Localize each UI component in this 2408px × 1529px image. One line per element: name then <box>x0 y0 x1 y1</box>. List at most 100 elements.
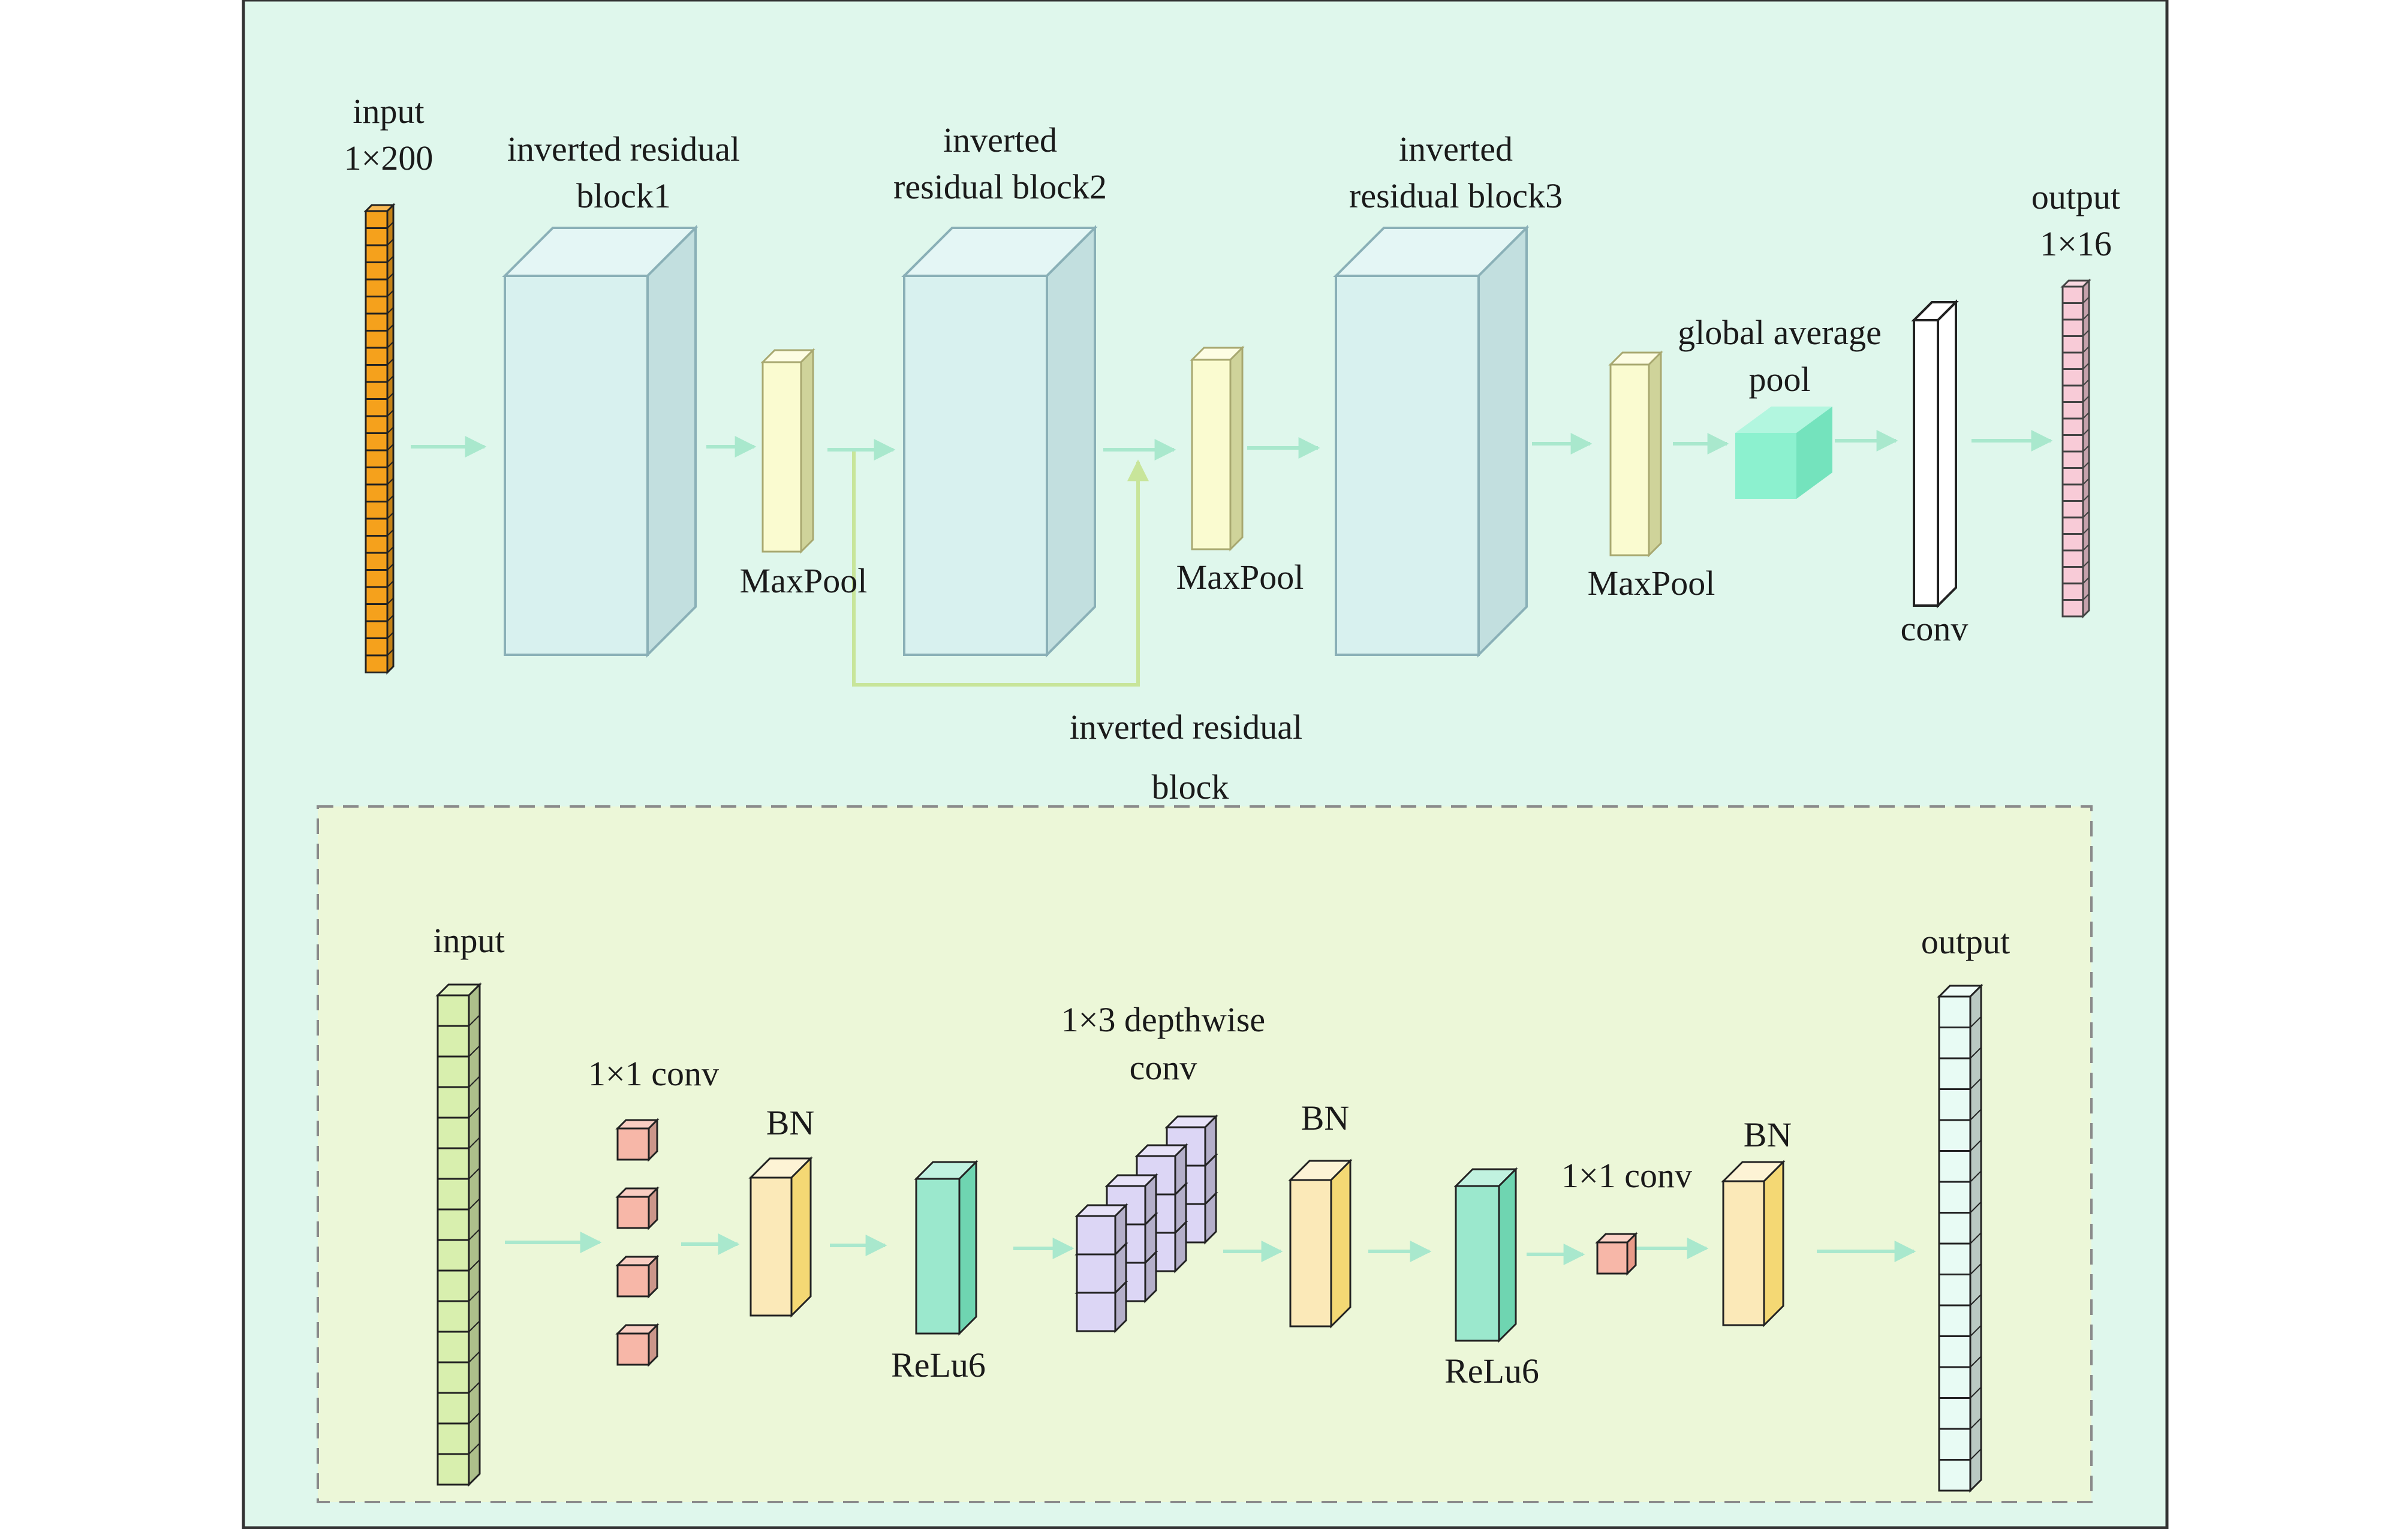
conv1-kernel-front <box>616 1264 650 1298</box>
bn1-label: BN <box>766 1103 815 1142</box>
input-vector-cell <box>365 364 389 383</box>
input-vector-cell <box>365 210 389 229</box>
output-vector-cell-edge <box>2082 461 2090 469</box>
residual-label-line2: block <box>1152 767 1229 806</box>
output-vector-cell <box>2061 566 2084 585</box>
block-output-vector-cell <box>1938 1212 1971 1245</box>
block-input-vector-cell <box>437 1453 470 1486</box>
conv1-kernel-front <box>616 1196 650 1229</box>
block-input-vector-cell <box>437 1239 470 1272</box>
block-input-vector-cell <box>437 1116 470 1149</box>
input-vector-cell <box>365 244 389 263</box>
block-input-vector-cell <box>437 1361 470 1394</box>
input-vector-cell <box>365 432 389 452</box>
block-output-vector-cell <box>1938 1459 1971 1492</box>
input-vector-cell <box>365 330 389 349</box>
bn3-label: BN <box>1744 1115 1792 1154</box>
block-output-label: output <box>1921 922 2010 961</box>
bn1-box <box>748 1156 813 1318</box>
input-vector-cell <box>365 466 389 486</box>
output-vector-cell-edge <box>2082 346 2090 353</box>
output-vector-cell-edge <box>2082 544 2090 551</box>
maxpool3-box <box>1608 350 1663 558</box>
input-vector-cell <box>365 381 389 400</box>
bn2-box <box>1288 1158 1353 1329</box>
bn1-side <box>790 1156 812 1318</box>
depthwise-cube-front <box>1076 1215 1116 1256</box>
input-vector-cell-edge <box>387 290 394 297</box>
output-vector-cell <box>2061 467 2084 486</box>
relu2-side <box>1498 1167 1517 1343</box>
bn1-front <box>750 1176 793 1317</box>
block-output-vector-cell-edge <box>1970 1448 1982 1461</box>
block3-label-line2: residual block3 <box>1349 176 1563 215</box>
input-vector-cell-edge <box>387 426 394 434</box>
input-vector-cell-edge <box>387 460 394 468</box>
block1-label-line1: inverted residual <box>507 130 740 168</box>
output-vector-cell-edge <box>2082 428 2090 436</box>
block-output-vector-cell <box>1938 1274 1971 1307</box>
block-output-vector-cell <box>1938 1242 1971 1275</box>
input-vector-cell-edge <box>387 512 394 519</box>
block-input-vector-cell-edge <box>468 1290 480 1302</box>
input-vector-cell <box>365 398 389 417</box>
output-vector-cell <box>2061 351 2084 370</box>
input-vector-cell-edge <box>387 529 394 537</box>
relu1-box <box>914 1160 979 1336</box>
block1-side <box>646 225 697 658</box>
bn3-side <box>1763 1160 1784 1328</box>
output-shape-label: 1×16 <box>2040 224 2112 263</box>
block-input-vector-cell-edge <box>468 1259 480 1271</box>
input-vector-cell <box>365 278 389 297</box>
maxpool3-side <box>1648 350 1662 558</box>
input-vector-cell <box>365 312 389 332</box>
block-input-vector-cell-edge <box>468 1045 480 1057</box>
input-vector-cell-edge <box>387 358 394 366</box>
gap-label-line2: pool <box>1748 360 1810 399</box>
block-input-vector-cell <box>437 1086 470 1119</box>
input-vector-cell-edge <box>387 444 394 451</box>
output-vector-cell-edge <box>2082 329 2090 337</box>
block-output-vector-cell <box>1938 1119 1971 1152</box>
block-input-vector-cell <box>437 1025 470 1058</box>
block2-label-line1: inverted <box>943 121 1057 159</box>
global-average-pool-cube <box>1735 407 1832 499</box>
inverted-residual-block3-box <box>1333 225 1530 658</box>
block-input-vector-cell <box>437 1300 470 1333</box>
input-vector-cell <box>365 535 389 554</box>
depthwise-conv-stacks <box>1074 1114 1218 1334</box>
output-vector-cell-edge <box>2082 494 2090 502</box>
output-vector-cell <box>2061 434 2084 453</box>
depthwise-cube-front <box>1076 1253 1116 1294</box>
output-vector-cell <box>2061 285 2084 304</box>
block-input-vector-cell <box>437 1178 470 1211</box>
block-output-vector-cell-edge <box>1970 1356 1982 1368</box>
output-vector-cell <box>2061 401 2084 420</box>
block-input-vector-cell-edge <box>468 1320 480 1332</box>
block-input-vector-cell-edge <box>468 984 480 996</box>
conv-box <box>1911 299 1959 609</box>
block-output-vector-cell-edge <box>1970 1201 1982 1214</box>
output-vector-cell-edge <box>2082 560 2090 568</box>
input-vector-cell-edge <box>387 546 394 553</box>
block-output-vector-cell-edge <box>1970 1047 1982 1059</box>
block-output-vector-cell <box>1938 995 1971 1028</box>
bn3-box <box>1721 1160 1786 1328</box>
input-vector-cell-edge <box>387 239 394 246</box>
input-vector-cell-edge <box>387 273 394 280</box>
block-output-vector-cell <box>1938 1057 1971 1090</box>
output-vector <box>2060 278 2091 619</box>
input-vector-cell <box>365 483 389 502</box>
block2-side <box>1046 225 1096 658</box>
output-vector-cell <box>2061 335 2084 354</box>
output-vector-cell-edge <box>2082 478 2090 485</box>
input-vector-cell-edge <box>387 495 394 502</box>
output-vector-cell-edge <box>2082 313 2090 320</box>
dw-label-line1: 1×3 depthwise <box>1061 1000 1265 1039</box>
block-input-vector-cell-edge <box>468 1381 480 1393</box>
output-vector-cell <box>2061 500 2084 519</box>
input-vector-cell-edge <box>387 307 394 314</box>
output-vector-cell <box>2061 483 2084 502</box>
